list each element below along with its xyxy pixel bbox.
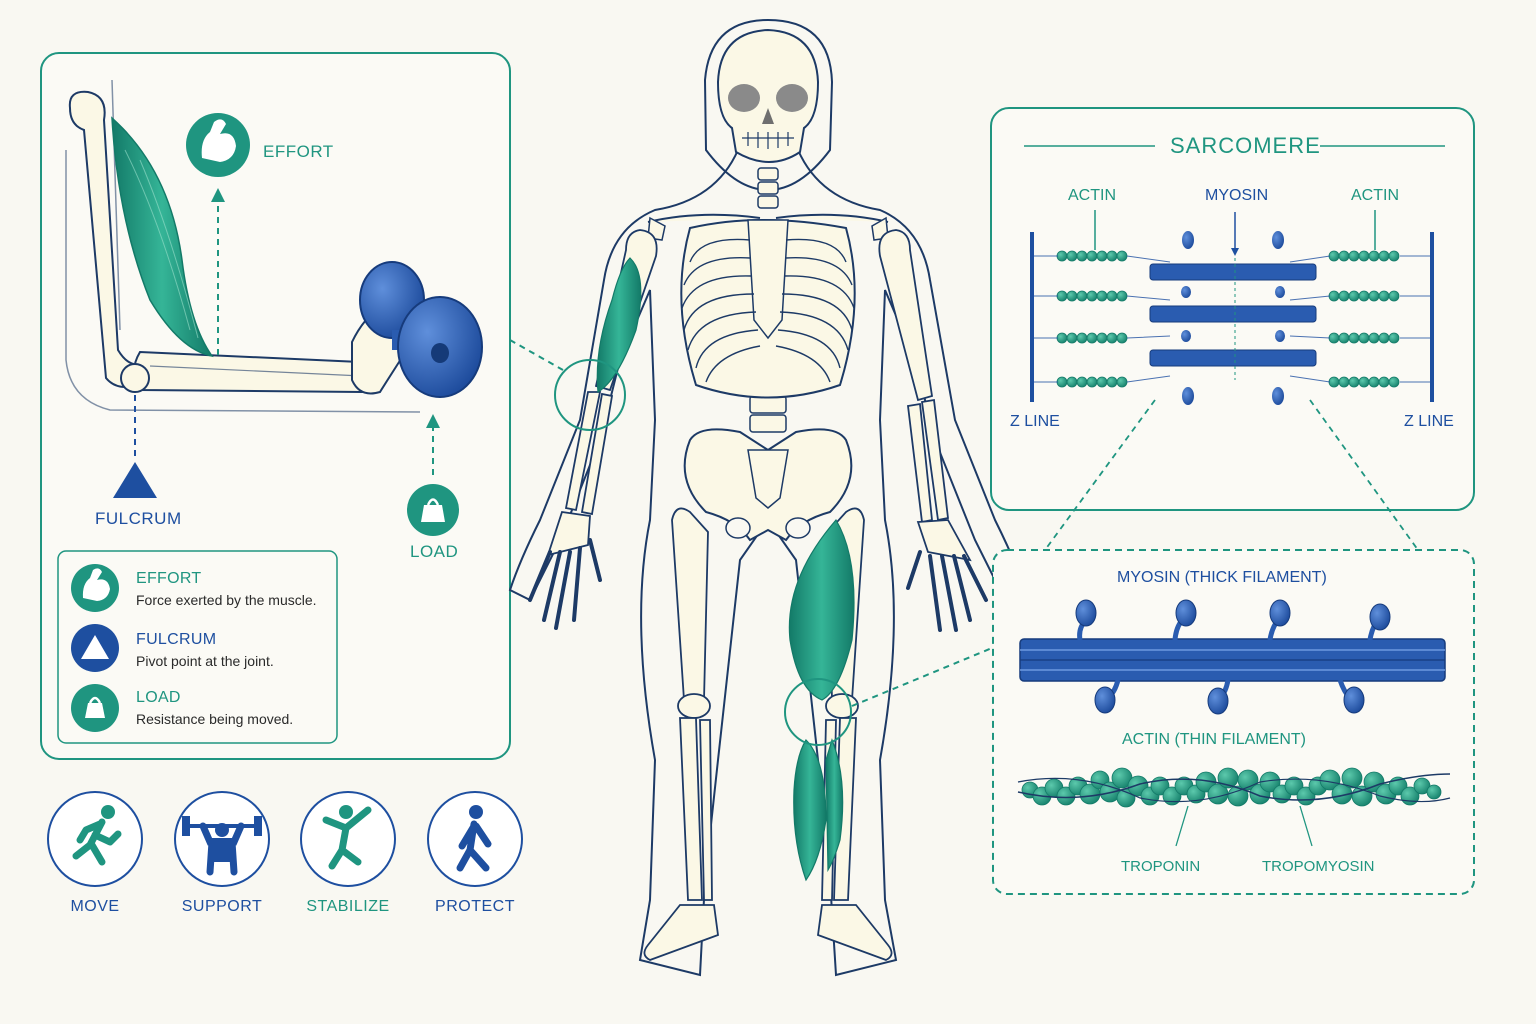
function-label-support: SUPPORT	[181, 898, 263, 915]
tropomyosin-label: TROPOMYOSIN	[1262, 858, 1375, 875]
skeleton-thigh-muscle	[788, 518, 855, 701]
protect-icon	[427, 791, 523, 887]
pelvis	[683, 428, 853, 542]
fulcrum-label: FULCRUM	[95, 509, 182, 528]
skeleton-calf-muscle	[793, 738, 844, 882]
effort-icon	[186, 113, 250, 177]
filaments-panel	[992, 549, 1475, 895]
stabilize-icon	[300, 791, 396, 887]
legend-load-icon	[71, 684, 119, 732]
elbow-highlight-circle	[554, 359, 626, 431]
knee-highlight-circle	[784, 678, 852, 746]
right-arm-bones	[878, 229, 988, 632]
support-icon	[174, 791, 270, 887]
move-icon	[47, 791, 143, 887]
fulcrum-triangle-icon	[113, 462, 157, 498]
ribcage	[680, 219, 856, 399]
elbow-joint	[120, 363, 150, 393]
dumbbell	[359, 261, 483, 398]
function-label-protect: PROTECT	[435, 898, 515, 915]
z-line-label-right: Z LINE	[1404, 413, 1454, 430]
legend-fulcrum-title: FULCRUM	[136, 631, 217, 648]
legend-load-description: Resistance being moved.	[136, 711, 294, 727]
z-line-label-left: Z LINE	[1010, 413, 1060, 430]
myosin-thick-filament-title: MYOSIN (THICK FILAMENT)	[1117, 569, 1327, 586]
myosin-filaments	[1149, 231, 1317, 405]
skull	[716, 28, 820, 163]
legend-effort-title: EFFORT	[136, 570, 202, 587]
load-label: LOAD	[410, 542, 459, 561]
skeleton-figure	[508, 18, 1027, 977]
function-label-stabilize: STABILIZE	[306, 898, 390, 915]
myosin-label: MYOSIN	[1205, 187, 1269, 204]
legend-load-title: LOAD	[136, 689, 181, 706]
skeleton-arm-muscle	[596, 257, 642, 394]
sarcomere-title: SARCOMERE	[1170, 133, 1321, 158]
sarcomere-panel	[990, 107, 1475, 511]
function-label-move: MOVE	[70, 898, 120, 915]
thick-filament-illustration	[1019, 599, 1446, 715]
troponin-label: TROPONIN	[1121, 858, 1201, 875]
effort-label: EFFORT	[263, 142, 334, 161]
actin-label-left: ACTIN	[1068, 187, 1116, 204]
legend-effort-icon	[71, 564, 119, 612]
load-icon	[407, 484, 459, 536]
function-icons	[47, 791, 523, 887]
lever-panel	[40, 52, 511, 760]
actin-thin-filament-title: ACTIN (THIN FILAMENT)	[1122, 731, 1306, 748]
actin-beads	[1056, 250, 1400, 388]
actin-label-right: ACTIN	[1351, 187, 1399, 204]
legend-effort-description: Force exerted by the muscle.	[136, 592, 317, 608]
legend-fulcrum-icon	[71, 624, 119, 672]
leg-bones	[643, 507, 893, 961]
biceps-muscle	[111, 116, 214, 358]
legend-fulcrum-description: Pivot point at the joint.	[136, 653, 274, 669]
